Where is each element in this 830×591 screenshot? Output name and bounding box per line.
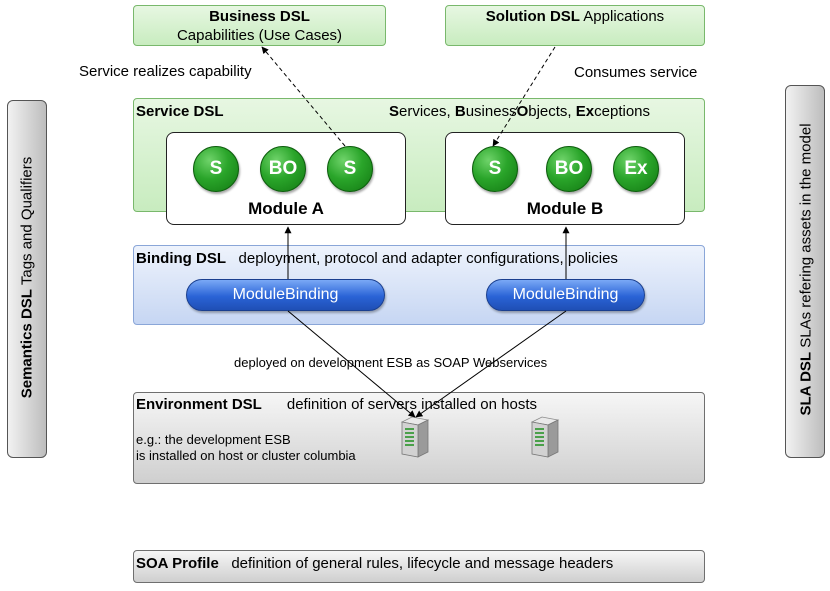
sla-dsl-bar (785, 85, 825, 458)
environment-example-line1: e.g.: the development ESB (136, 432, 291, 447)
business-dsl-title: Business DSL (209, 8, 310, 25)
module-b-businessobject-circle: BO (546, 146, 592, 192)
soa-profile-header: SOA Profile definition of general rules,… (136, 555, 614, 572)
deployed-annotation: deployed on development ESB as SOAP Webs… (234, 355, 548, 370)
sla-dsl-label: SLA DSL SLAs refering assets in the mode… (797, 123, 815, 416)
business-dsl-box (133, 5, 386, 46)
environment-example-line2: is installed on host or cluster columbia (136, 448, 356, 463)
semantics-dsl-label: Semantics DSL Tags and Qualifiers (18, 156, 36, 399)
consumes-annotation: Consumes service (574, 64, 698, 81)
service-dsl-title: Service DSL (136, 103, 224, 120)
semantics-dsl-bar (7, 100, 47, 458)
service-dsl-legend: Services, BusinessObjects, Exceptions (389, 103, 651, 120)
module-b-service-circle: S (472, 146, 518, 192)
module-a-service-circle: S (193, 146, 239, 192)
business-dsl-subtitle: Capabilities (Use Cases) (176, 27, 343, 44)
module-b-exception-circle: Ex (613, 146, 659, 192)
module-b-label: Module B (526, 199, 604, 218)
environment-dsl-header: Environment DSL definition of servers in… (136, 396, 538, 413)
module-a-label: Module A (248, 199, 324, 218)
binding-dsl-header: Binding DSL deployment, protocol and ada… (136, 250, 618, 267)
module-binding-b: ModuleBinding (486, 279, 645, 311)
module-binding-a: ModuleBinding (186, 279, 385, 311)
module-a-businessobject-circle: BO (260, 146, 306, 192)
server-icon (530, 416, 560, 458)
solution-dsl-title: Solution DSL Applications (485, 8, 665, 25)
realizes-annotation: Service realizes capability (79, 63, 252, 80)
soa-profile-box (133, 550, 705, 583)
module-a-service-circle-2: S (327, 146, 373, 192)
server-icon (400, 416, 430, 458)
solution-dsl-box (445, 5, 705, 46)
